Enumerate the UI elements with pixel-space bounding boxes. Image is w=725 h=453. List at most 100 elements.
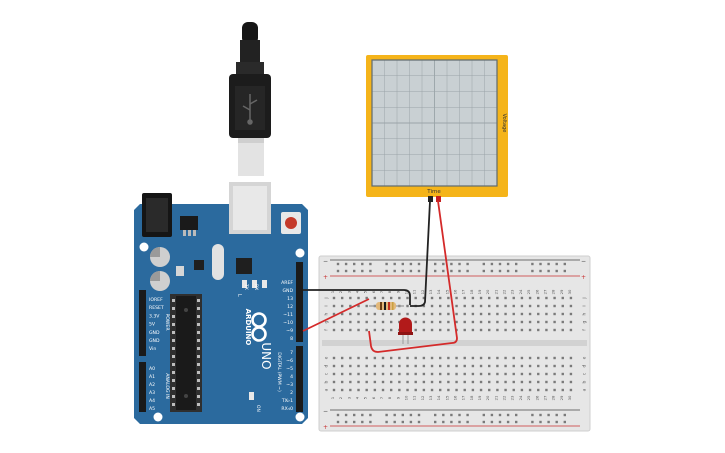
breadboard-hole[interactable] <box>365 380 368 384</box>
breadboard-hole[interactable] <box>406 296 409 300</box>
breadboard-hole[interactable] <box>537 304 540 308</box>
breadboard-hole[interactable] <box>463 312 466 316</box>
rail-hole[interactable] <box>547 269 550 273</box>
rail-hole[interactable] <box>442 413 445 417</box>
breadboard-hole[interactable] <box>528 296 532 300</box>
breadboard-hole[interactable] <box>439 320 442 324</box>
header-pin[interactable] <box>140 398 145 403</box>
breadboard-hole[interactable] <box>479 380 483 384</box>
rail-hole[interactable] <box>555 413 558 417</box>
breadboard-hole[interactable] <box>488 320 491 324</box>
breadboard-hole[interactable] <box>422 304 426 308</box>
breadboard-hole[interactable] <box>414 312 417 316</box>
breadboard-hole[interactable] <box>349 388 352 392</box>
breadboard-hole[interactable] <box>406 380 409 384</box>
breadboard-hole[interactable] <box>561 312 564 316</box>
breadboard-hole[interactable] <box>439 364 442 368</box>
breadboard-hole[interactable] <box>447 320 450 324</box>
rail-hole[interactable] <box>417 413 421 417</box>
breadboard-hole[interactable] <box>398 296 401 300</box>
breadboard-hole[interactable] <box>349 380 352 384</box>
breadboard-hole[interactable] <box>455 296 458 300</box>
rail-hole[interactable] <box>515 262 518 266</box>
breadboard-hole[interactable] <box>520 320 524 324</box>
breadboard-hole[interactable] <box>512 296 515 300</box>
header-pin[interactable] <box>297 374 302 379</box>
breadboard-hole[interactable] <box>479 320 483 324</box>
rail-hole[interactable] <box>434 420 437 424</box>
breadboard-hole[interactable] <box>520 388 524 392</box>
breadboard-hole[interactable] <box>496 296 499 300</box>
breadboard-hole[interactable] <box>561 296 564 300</box>
breadboard-hole[interactable] <box>553 372 556 376</box>
rail-hole[interactable] <box>498 269 502 273</box>
breadboard-hole[interactable] <box>389 372 393 376</box>
breadboard-hole[interactable] <box>504 296 507 300</box>
breadboard-hole[interactable] <box>406 304 409 308</box>
header-pin[interactable] <box>297 320 302 325</box>
breadboard-hole[interactable] <box>365 312 368 316</box>
breadboard-hole[interactable] <box>471 296 475 300</box>
rail-hole[interactable] <box>336 262 340 266</box>
header-pin[interactable] <box>297 312 302 317</box>
breadboard-hole[interactable] <box>537 372 540 376</box>
breadboard-hole[interactable] <box>455 372 458 376</box>
breadboard-hole[interactable] <box>332 372 336 376</box>
usb-port[interactable] <box>229 182 271 234</box>
breadboard-hole[interactable] <box>340 312 344 316</box>
breadboard-hole[interactable] <box>447 304 450 308</box>
breadboard-hole[interactable] <box>496 364 499 368</box>
rail-hole[interactable] <box>498 420 502 424</box>
breadboard-hole[interactable] <box>545 304 548 308</box>
breadboard-hole[interactable] <box>332 320 336 324</box>
breadboard-hole[interactable] <box>463 296 466 300</box>
rail-hole[interactable] <box>531 420 534 424</box>
breadboard-hole[interactable] <box>398 380 401 384</box>
rail-hole[interactable] <box>336 413 340 417</box>
breadboard-hole[interactable] <box>537 380 540 384</box>
breadboard-hole[interactable] <box>340 372 344 376</box>
breadboard-hole[interactable] <box>463 356 466 360</box>
breadboard-hole[interactable] <box>545 380 548 384</box>
breadboard-hole[interactable] <box>422 328 426 332</box>
rail-hole[interactable] <box>417 420 421 424</box>
rail-hole[interactable] <box>490 262 494 266</box>
breadboard-hole[interactable] <box>504 304 507 308</box>
breadboard-hole[interactable] <box>488 312 491 316</box>
breadboard-hole[interactable] <box>455 304 458 308</box>
breadboard-hole[interactable] <box>340 320 344 324</box>
breadboard-hole[interactable] <box>332 388 336 392</box>
breadboard-hole[interactable] <box>553 312 556 316</box>
rail-hole[interactable] <box>490 420 494 424</box>
breadboard-hole[interactable] <box>520 364 524 368</box>
breadboard-hole[interactable] <box>439 328 442 332</box>
rail-hole[interactable] <box>547 262 550 266</box>
header-pin[interactable] <box>140 313 145 318</box>
breadboard-hole[interactable] <box>422 372 426 376</box>
breadboard-hole[interactable] <box>373 380 377 384</box>
rail-hole[interactable] <box>393 413 396 417</box>
breadboard-hole[interactable] <box>414 296 417 300</box>
breadboard-hole[interactable] <box>430 372 434 376</box>
breadboard-hole[interactable] <box>496 328 499 332</box>
breadboard-hole[interactable] <box>381 312 385 316</box>
breadboard-hole[interactable] <box>422 364 426 368</box>
breadboard-hole[interactable] <box>537 312 540 316</box>
breadboard-hole[interactable] <box>504 388 507 392</box>
breadboard-hole[interactable] <box>389 320 393 324</box>
breadboard-hole[interactable] <box>496 356 499 360</box>
breadboard-hole[interactable] <box>528 388 532 392</box>
breadboard-hole[interactable] <box>414 380 417 384</box>
rail-hole[interactable] <box>434 413 437 417</box>
rail-hole[interactable] <box>393 420 396 424</box>
rail-hole[interactable] <box>450 262 453 266</box>
breadboard-hole[interactable] <box>357 380 360 384</box>
header-pin[interactable] <box>297 280 302 285</box>
breadboard-hole[interactable] <box>528 320 532 324</box>
rail-hole[interactable] <box>344 420 348 424</box>
breadboard-hole[interactable] <box>528 304 532 308</box>
breadboard-hole[interactable] <box>553 296 556 300</box>
breadboard-hole[interactable] <box>357 364 360 368</box>
breadboard-hole[interactable] <box>553 364 556 368</box>
breadboard-hole[interactable] <box>496 388 499 392</box>
